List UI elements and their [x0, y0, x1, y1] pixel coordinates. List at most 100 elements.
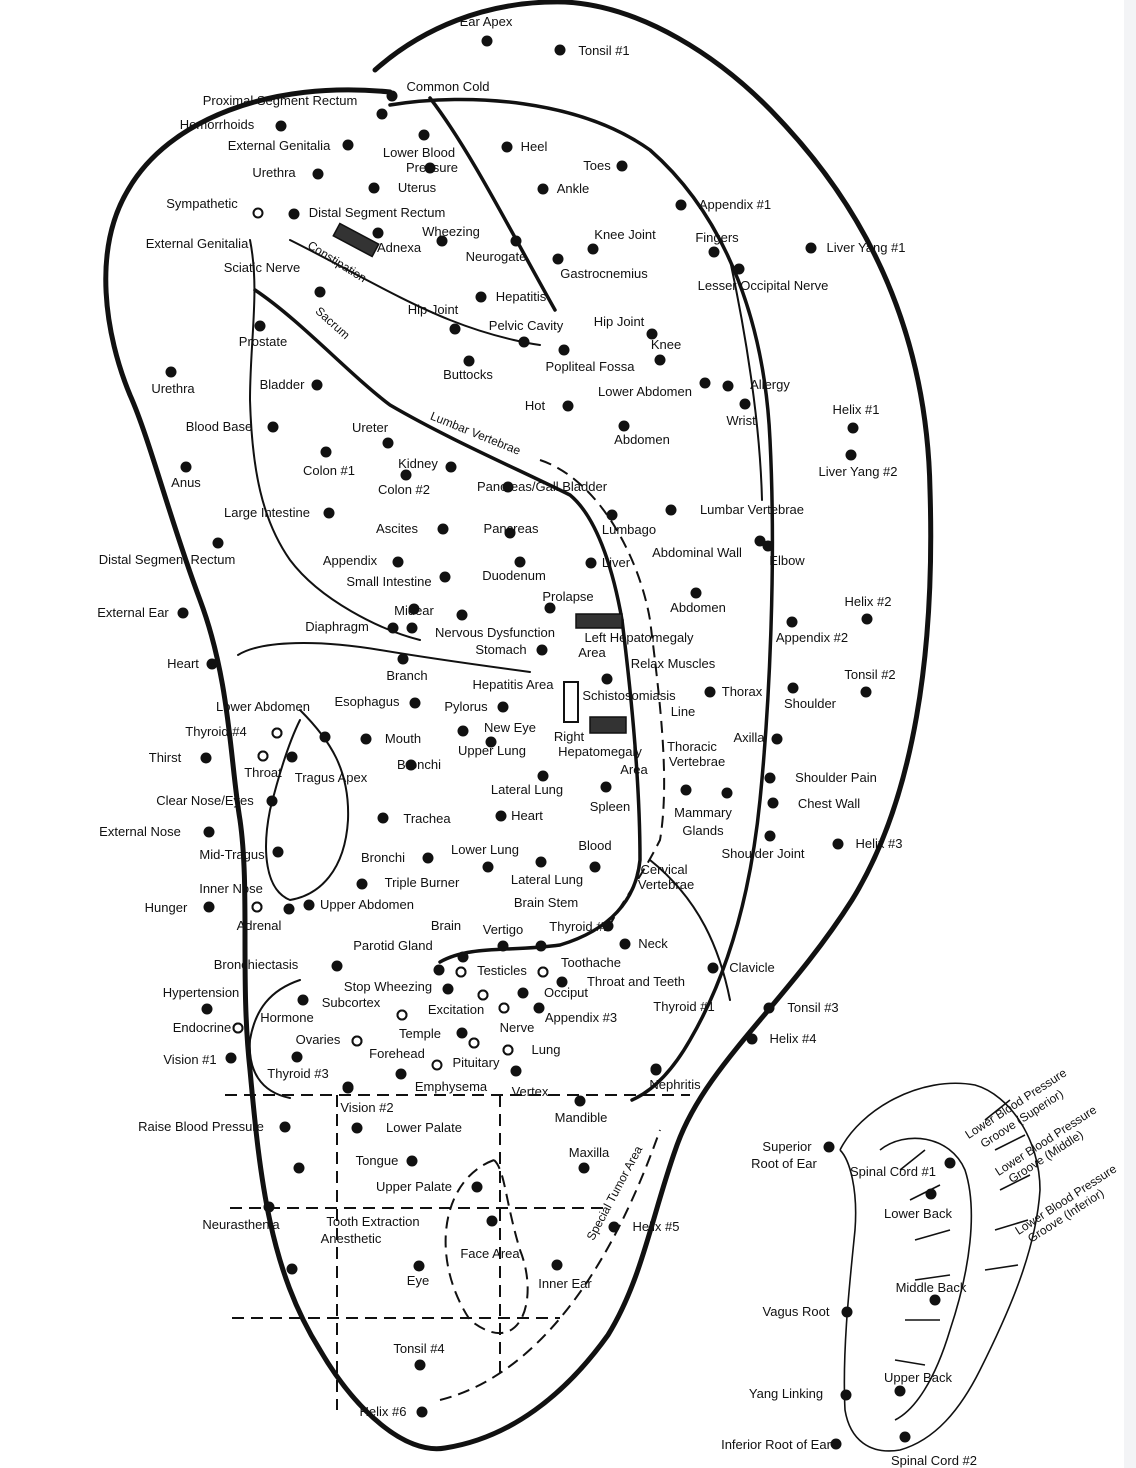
- label-shoulder: Shoulder: [784, 696, 837, 711]
- label-anesthetic: Anesthetic: [321, 1231, 382, 1246]
- point-tonsil-4: [414, 1359, 426, 1371]
- point-thirst: [200, 752, 212, 764]
- label-shoulder-pain: Shoulder Pain: [795, 770, 877, 785]
- point-vertex: [510, 1065, 522, 1077]
- label-large-intestine: Large Intestine: [224, 505, 310, 520]
- label-nephritis: Nephritis: [649, 1077, 701, 1092]
- label-lumbago: Lumbago: [602, 522, 656, 537]
- point-lateral-lung: [537, 770, 549, 782]
- label-heart: Heart: [511, 808, 543, 823]
- point-hot: [562, 400, 574, 412]
- label-lesser-occipital-nerve: Lesser Occipital Nerve: [698, 278, 829, 293]
- point-vagus-root: [841, 1306, 853, 1318]
- label-liver-yang-2: Liver Yang #2: [818, 464, 897, 479]
- label-clavicle: Clavicle: [729, 960, 775, 975]
- label-prostate: Prostate: [239, 334, 287, 349]
- point-forehead: [395, 1068, 407, 1080]
- label-forehead: Forehead: [369, 1046, 425, 1061]
- point-blood: [589, 861, 601, 873]
- point-inferior-root-of-ear: [830, 1438, 842, 1450]
- point-bronchiectasis: [331, 960, 343, 972]
- point-helix-4: [746, 1033, 758, 1045]
- point-knee: [654, 354, 666, 366]
- label-anus: Anus: [171, 475, 201, 490]
- label-inner-nose: Inner Nose: [199, 881, 263, 896]
- label-vertebrae: Vertebrae: [638, 877, 694, 892]
- point-lumbago: [606, 509, 618, 521]
- point-lower-abdomen: [319, 731, 331, 743]
- point-popliteal-fossa: [558, 344, 570, 356]
- label-axilla: Axilla: [733, 730, 765, 745]
- point-upper-abdomen: [303, 899, 315, 911]
- point-lumbar-vertebrae: [665, 504, 677, 516]
- label-pelvic-cavity: Pelvic Cavity: [489, 318, 564, 333]
- label-inner-ear: Inner Ear: [538, 1276, 592, 1291]
- label-throat: Throat: [244, 765, 282, 780]
- label-bladder: Bladder: [260, 377, 305, 392]
- label-thorax: Thorax: [722, 684, 763, 699]
- label-helix-2: Helix #2: [845, 594, 892, 609]
- point-hemorrhoids: [275, 120, 287, 132]
- point-hormone: [297, 994, 309, 1006]
- label-diaphragm: Diaphragm: [305, 619, 369, 634]
- label-clear-nose-eyes: Clear Nose/Eyes: [156, 793, 254, 808]
- label-mid-tragus: Mid-Tragus: [199, 847, 265, 862]
- label-lower-palate: Lower Palate: [386, 1120, 462, 1135]
- point-urethra: [312, 168, 324, 180]
- label-prolapse: Prolapse: [542, 589, 593, 604]
- point-pancreas-gall-bladder: [502, 481, 514, 493]
- label-liver-yang-1: Liver Yang #1: [826, 240, 905, 255]
- point-spinal-cord-1: [944, 1157, 956, 1169]
- point-tongue: [406, 1155, 418, 1167]
- label-appendix-2: Appendix #2: [776, 630, 848, 645]
- point-lower-abdomen: [699, 377, 711, 389]
- label-stomach: Stomach: [475, 642, 526, 657]
- label-lower-abdomen: Lower Abdomen: [598, 384, 692, 399]
- point-external-ear: [177, 607, 189, 619]
- label-wrist: Wrist: [726, 413, 756, 428]
- point-helix-3: [832, 838, 844, 850]
- point-heart: [206, 658, 218, 670]
- label-heart: Heart: [167, 656, 199, 671]
- label-small-intestine: Small Intestine: [346, 574, 431, 589]
- label-cervical: Cervical: [641, 862, 688, 877]
- point-abdomen: [690, 587, 702, 599]
- label-midear: Midear: [394, 603, 434, 618]
- back-label-spinal-cord-1: Spinal Cord #1: [850, 1164, 936, 1179]
- point-vision-1: [225, 1052, 237, 1064]
- label-glands: Glands: [682, 823, 724, 838]
- point-helix-2: [861, 613, 873, 625]
- label-abdominal-wall: Abdominal Wall: [652, 545, 742, 560]
- label-relax-muscles: Relax Muscles: [631, 656, 716, 671]
- label-colon-1: Colon #1: [303, 463, 355, 478]
- point-spleen: [600, 781, 612, 793]
- label-tonsil-1: Tonsil #1: [578, 43, 629, 58]
- label-appendix-3: Appendix #3: [545, 1010, 617, 1025]
- label-face-area: Face Area: [460, 1246, 520, 1261]
- label-colon-2: Colon #2: [378, 482, 430, 497]
- point-bronchi: [422, 852, 434, 864]
- label-elbow: Elbow: [769, 553, 805, 568]
- point-nervous-dysfunction: [456, 609, 468, 621]
- point-brain: [457, 951, 469, 963]
- point-diaphragm: [387, 622, 399, 634]
- label-hip-joint: Hip Joint: [594, 314, 645, 329]
- point-tragus-apex: [286, 751, 298, 763]
- label-tragus-apex: Tragus Apex: [295, 770, 368, 785]
- point-brain-stem: [535, 940, 547, 952]
- point-branch: [397, 653, 409, 665]
- label-external-genitalia: External Genitalia: [146, 236, 249, 251]
- label-sympathetic: Sympathetic: [166, 196, 238, 211]
- point-knee-joint: [587, 243, 599, 255]
- point-pressure: [424, 162, 436, 174]
- point-shoulder: [787, 682, 799, 694]
- ear-outline: [103, 0, 934, 1452]
- point-clear-nose-eyes: [266, 795, 278, 807]
- label-new-eye: New Eye: [484, 720, 536, 735]
- label-endocrine: Endocrine: [173, 1020, 232, 1035]
- label-area: Area: [620, 762, 648, 777]
- point-prostate: [254, 320, 266, 332]
- label-throat-and-teeth: Throat and Teeth: [587, 974, 685, 989]
- point-neurasthenia: [263, 1201, 275, 1213]
